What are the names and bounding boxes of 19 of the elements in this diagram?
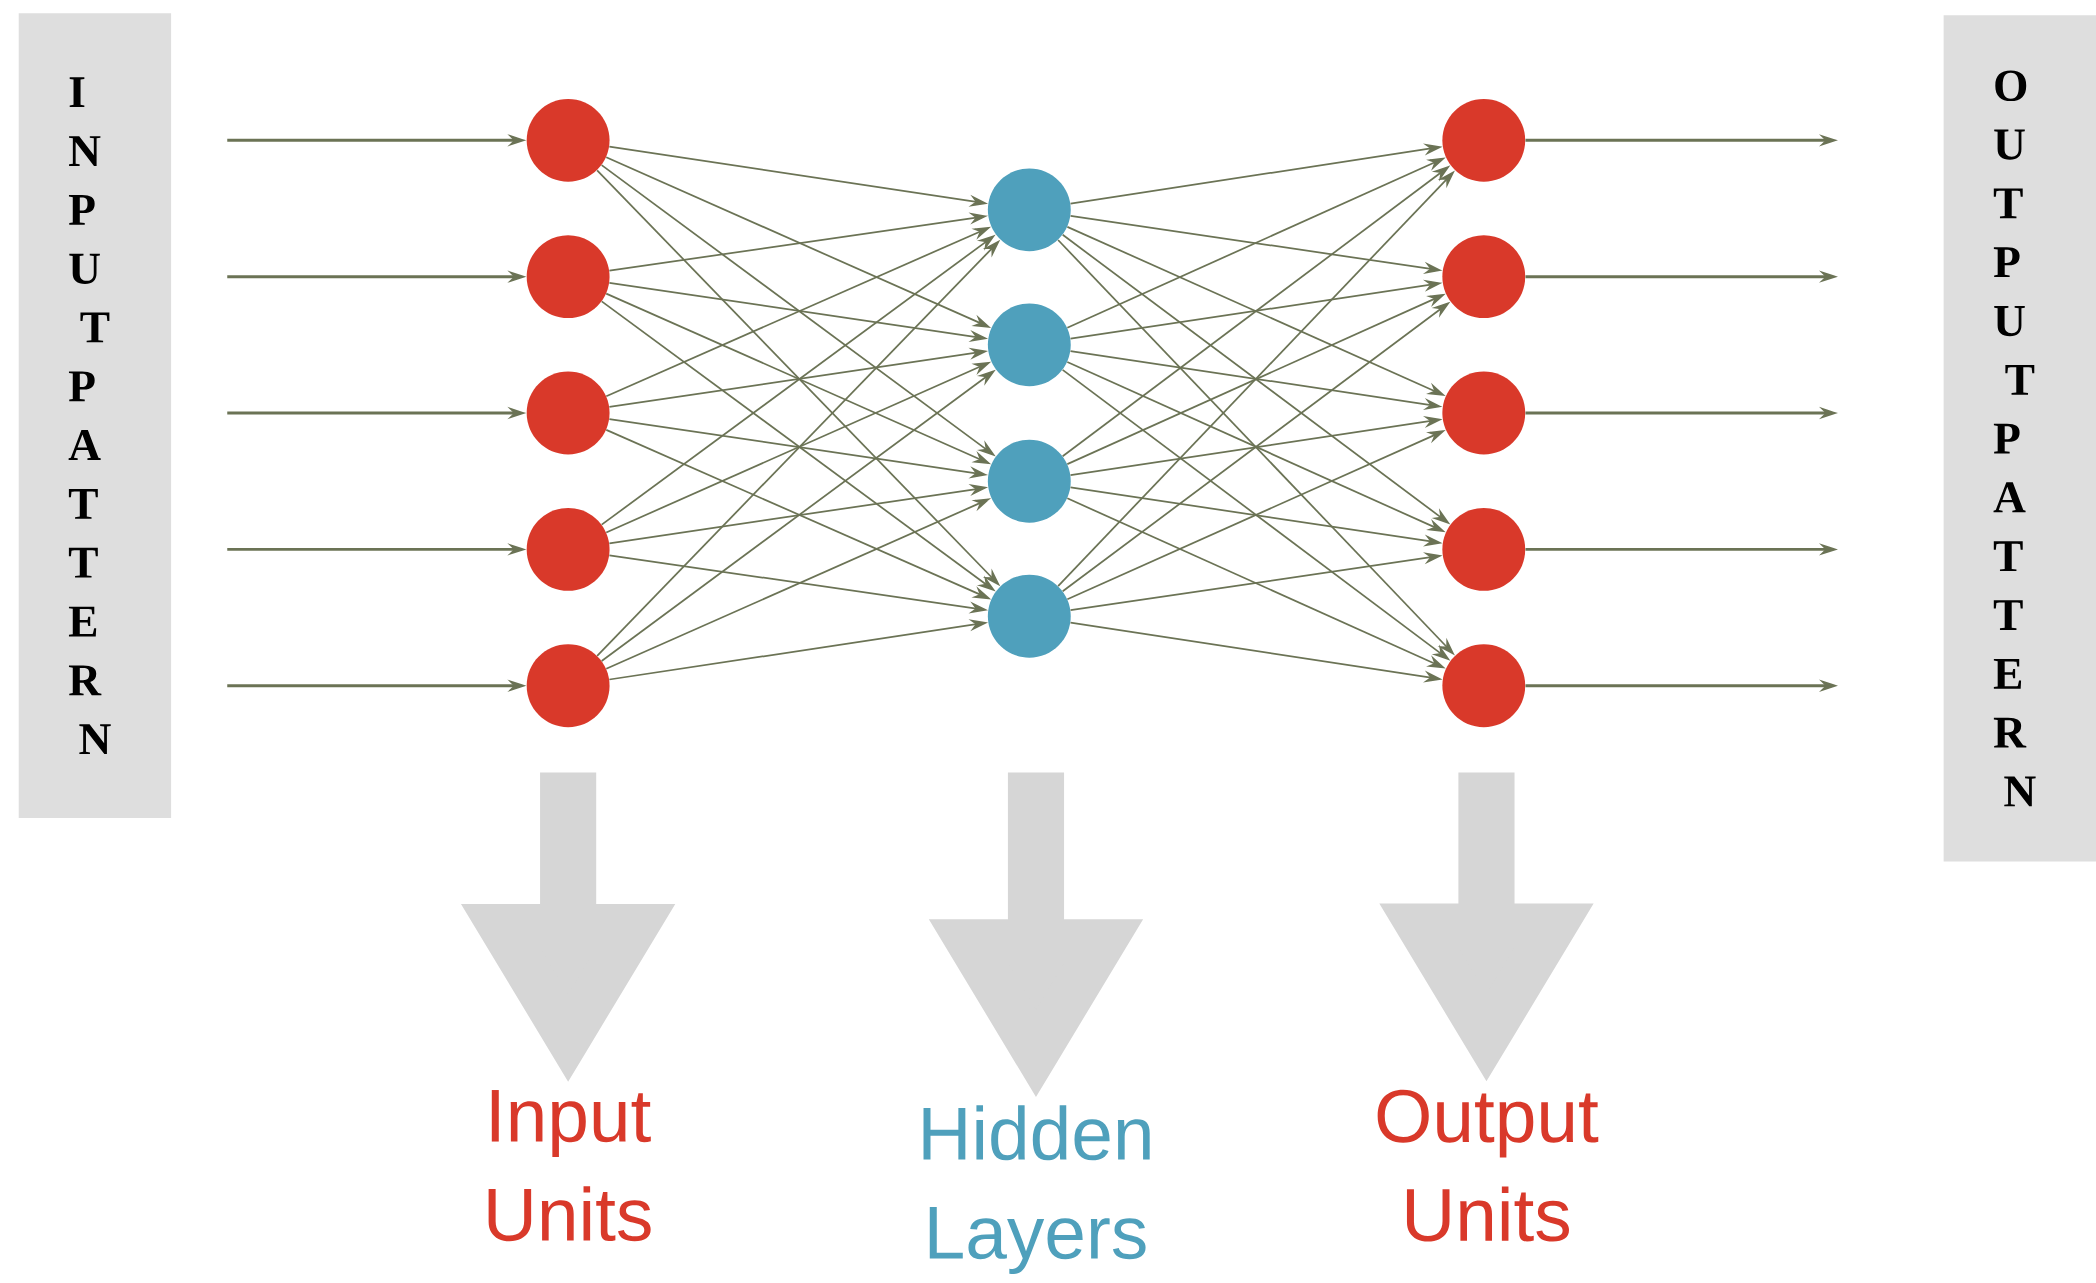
layer-label: Hidden Layers bbox=[923, 1105, 1150, 1274]
neuron-circle bbox=[1442, 507, 1526, 591]
neuron-circle bbox=[1442, 235, 1526, 318]
neuron-circle bbox=[1442, 98, 1526, 182]
neuron-circle bbox=[987, 303, 1071, 387]
neuron-circle bbox=[987, 574, 1071, 658]
neuron-circle bbox=[526, 371, 610, 455]
neuron-circle bbox=[987, 168, 1071, 252]
neuron-circle bbox=[987, 439, 1071, 523]
neuron-circle bbox=[526, 644, 610, 728]
neuron-circle bbox=[526, 507, 610, 591]
neuron-circle bbox=[1442, 371, 1526, 455]
neuron-circle bbox=[526, 235, 610, 318]
pattern-box: OUTPUT PATTERN bbox=[1943, 15, 2096, 862]
layer-label: Output Units bbox=[1377, 1089, 1599, 1242]
layer-label: Input Units bbox=[488, 1089, 651, 1242]
neuron-circle bbox=[526, 98, 610, 182]
pattern-box: INPUT PATTERN bbox=[18, 13, 172, 818]
neuron-circle bbox=[1442, 644, 1526, 728]
